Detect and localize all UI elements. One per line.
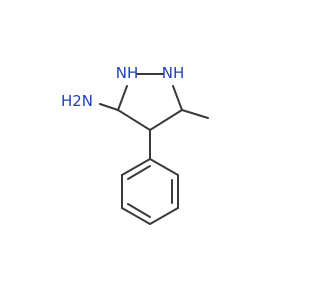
molecule-structure: NH NH H2N	[60, 64, 209, 225]
nh-right-label: NH	[162, 64, 185, 82]
phenyl-bond-1	[149, 158, 179, 176]
phenyl-double-bond-3	[127, 165, 151, 180]
nh-left-label: NH	[116, 64, 139, 82]
substituent-bonds	[99, 103, 209, 160]
amine-label: H2N	[61, 92, 93, 110]
atom-labels: NH NH H2N	[61, 64, 184, 110]
phenyl-bond-3	[149, 207, 179, 225]
bond-c5-methyl	[181, 109, 209, 119]
bond-n2-c5	[172, 85, 183, 111]
phenyl-bond-4	[121, 207, 151, 225]
pyrazolidine-ring	[117, 73, 183, 131]
phenyl-ring	[121, 158, 179, 225]
bond-c4-c5	[149, 109, 183, 131]
bond-n1-c3	[117, 85, 128, 111]
phenyl-double-bond-2	[127, 203, 151, 218]
structure-canvas: NH NH H2N	[60, 64, 209, 225]
bond-c3-c4	[117, 109, 151, 131]
phenyl-bond-6	[121, 158, 151, 176]
bond-c3-amine	[99, 103, 119, 111]
